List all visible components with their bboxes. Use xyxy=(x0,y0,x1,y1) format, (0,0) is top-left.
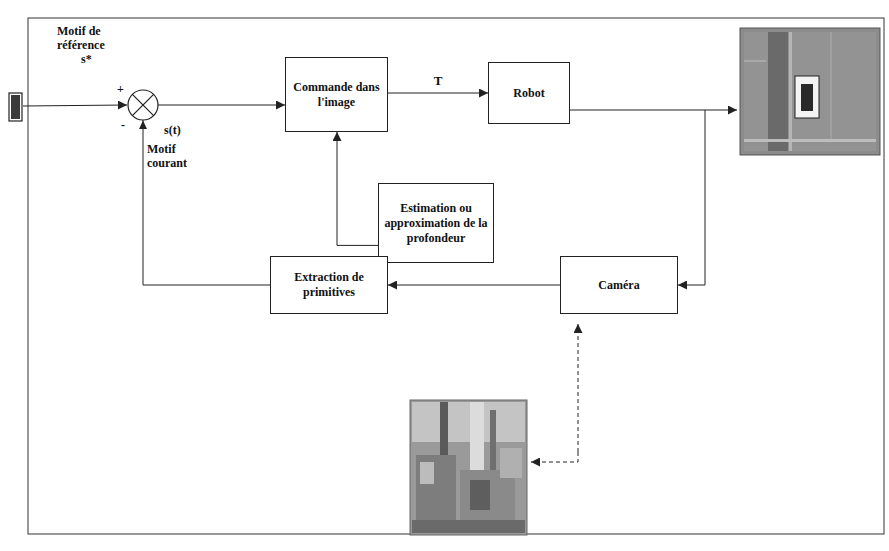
signal-symbol: T xyxy=(432,74,445,88)
box-label: Estimation ou approximation de la profon… xyxy=(379,201,493,246)
output-image-arrow xyxy=(705,110,737,111)
box-label: Commande dans l'image xyxy=(286,80,387,110)
camera-view-leader xyxy=(531,452,578,462)
camera-view-leader xyxy=(578,324,579,452)
signal-name: Motif de référence xyxy=(56,24,122,53)
signal-symbol: s(t) xyxy=(163,123,182,137)
reference-input-arrow xyxy=(23,105,127,106)
signal-arrow xyxy=(143,105,285,285)
signal-name: Motif courant xyxy=(146,142,204,171)
signal-arrow xyxy=(388,285,560,286)
signal-symbol: s* xyxy=(80,52,93,66)
signal-arrow xyxy=(337,132,378,245)
process-box: Caméra xyxy=(560,256,678,314)
reference-pattern-icon xyxy=(9,93,22,121)
sign-symbol: + xyxy=(116,82,125,96)
signal-arrow xyxy=(388,93,488,94)
box-label: Extraction de primitives xyxy=(271,270,387,300)
process-box: Commande dans l'image xyxy=(285,57,388,132)
sign-symbol: - xyxy=(120,118,126,132)
process-box: Estimation ou approximation de la profon… xyxy=(378,183,494,263)
summing-junction xyxy=(128,90,158,129)
box-label: Robot xyxy=(509,86,548,101)
process-box: Extraction de primitives xyxy=(270,256,388,314)
camera-view-photo xyxy=(410,400,527,535)
box-label: Caméra xyxy=(594,278,643,293)
outer-frame xyxy=(28,18,884,534)
current-image-thumbnail xyxy=(740,28,880,155)
process-box: Robot xyxy=(488,62,570,124)
